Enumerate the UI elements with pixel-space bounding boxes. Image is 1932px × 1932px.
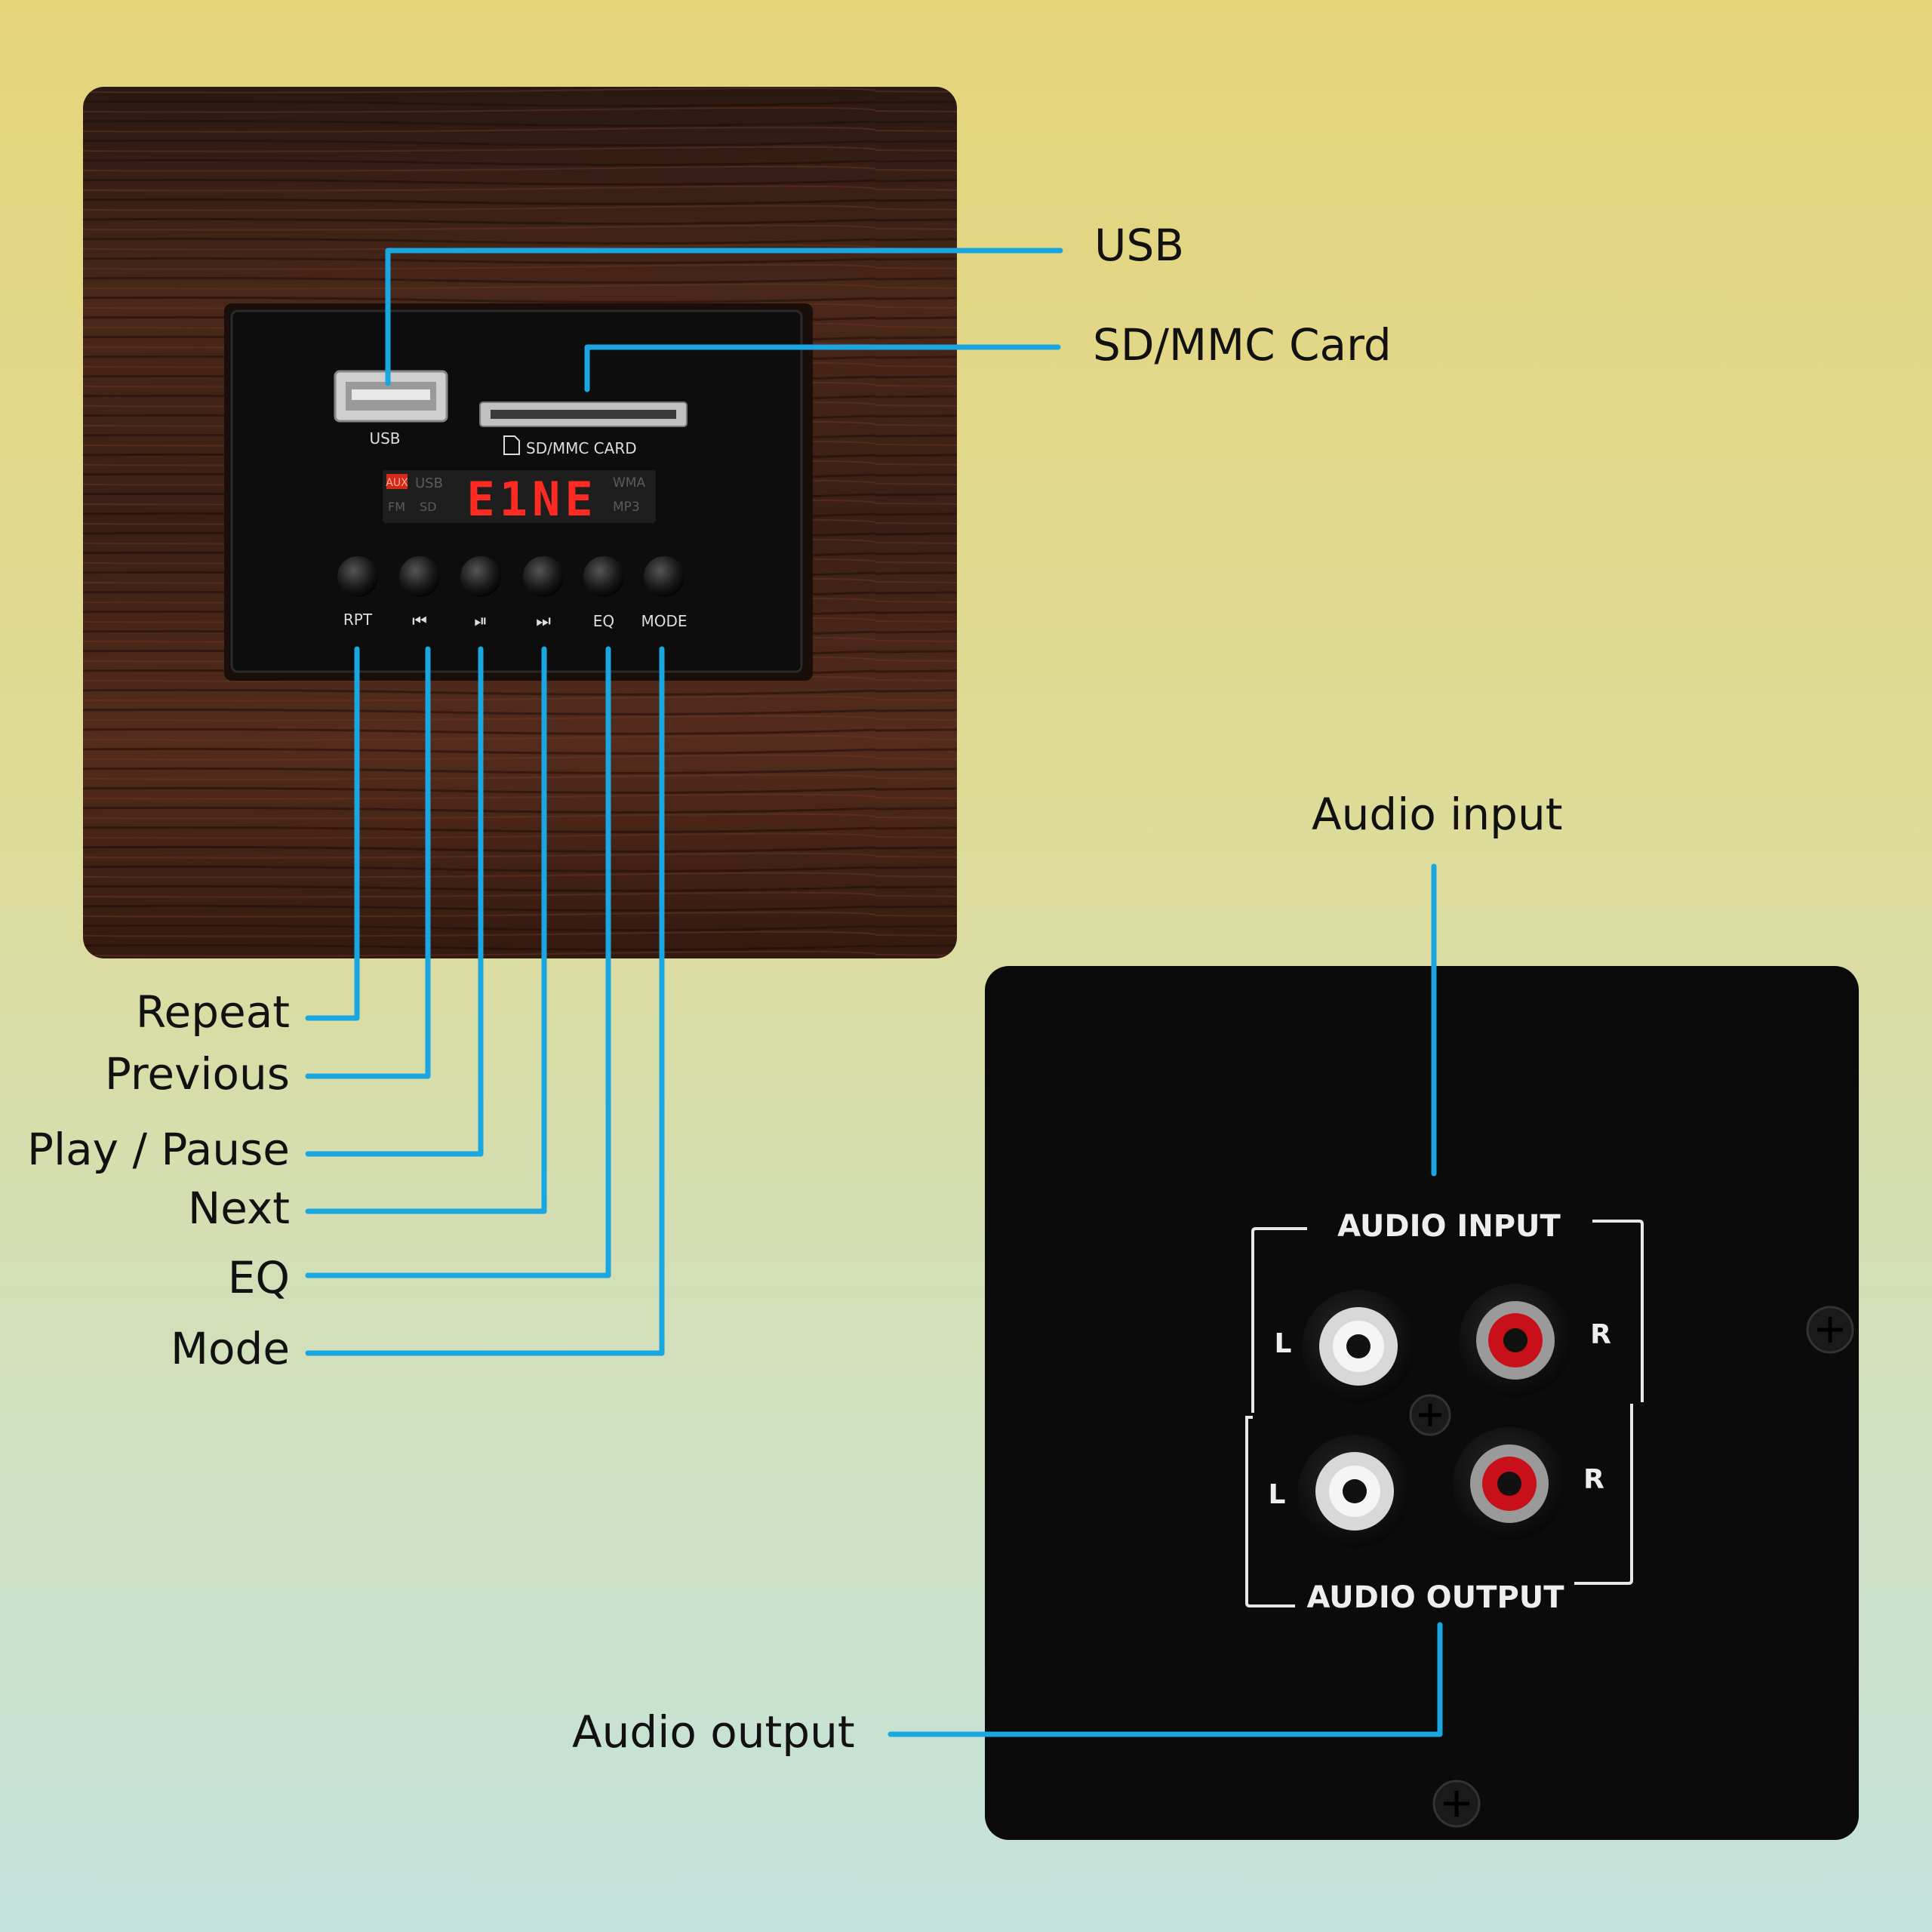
next-leader [305, 646, 547, 1214]
mode-button[interactable] [644, 556, 685, 597]
repeat-button-label: RPT [343, 611, 373, 629]
input-left-jack[interactable] [1302, 1290, 1415, 1403]
eq-button-label: EQ [593, 612, 614, 630]
display-fm: FM [388, 500, 405, 514]
media-player-panel: USB SD/MMC CARD AUX USB FM SD E1NE WMA M… [83, 87, 957, 958]
next-callout: Next [187, 1183, 290, 1234]
previous-icon: ⏮ [412, 612, 427, 631]
mode-button-label: MODE [641, 612, 687, 630]
previous-callout: Previous [104, 1048, 290, 1100]
output-left-jack[interactable] [1298, 1435, 1411, 1548]
repeat-leader [305, 646, 360, 1021]
usb-port[interactable] [334, 370, 448, 423]
audio-output-leader [888, 1622, 1443, 1737]
usb-port-label: USB [369, 429, 400, 448]
audio-input-title: AUDIO INPUT [1337, 1209, 1561, 1244]
display-wma: WMA [613, 475, 645, 491]
output-frame [1245, 1404, 1633, 1607]
previous-leader [305, 646, 431, 1079]
audio-jack-panel: AUDIO INPUT AUDIO OUTPUT [985, 966, 1859, 1840]
usb-leader [385, 248, 1063, 386]
center-screw [1409, 1394, 1451, 1436]
display-aux: AUX [386, 477, 408, 489]
previous-button[interactable] [399, 556, 440, 597]
sd-card-label: SD/MMC CARD [526, 439, 637, 457]
sd-card-icon [503, 435, 520, 455]
eq-leader [305, 646, 611, 1278]
input-right-jack[interactable] [1459, 1284, 1572, 1397]
output-left-label: L [1269, 1479, 1286, 1510]
repeat-button[interactable] [337, 556, 378, 597]
audio-output-callout: Audio output [572, 1706, 855, 1758]
sd-card-slot[interactable] [479, 401, 688, 427]
input-frame [1251, 1220, 1644, 1413]
output-right-label: R [1583, 1464, 1604, 1495]
bottom-screw [1432, 1780, 1481, 1828]
eq-button[interactable] [583, 556, 624, 597]
input-right-label: R [1590, 1319, 1611, 1350]
mode-callout: Mode [170, 1323, 290, 1374]
display-sd: SD [420, 500, 436, 514]
led-display: AUX USB FM SD E1NE WMA MP3 [383, 470, 656, 527]
play-pause-leader [305, 646, 484, 1157]
sd-card-callout: SD/MMC Card [1093, 319, 1392, 371]
display-digits: E1NE [466, 472, 597, 527]
next-button[interactable] [523, 556, 564, 597]
repeat-callout: Repeat [135, 986, 290, 1038]
next-icon: ⏭ [536, 612, 551, 631]
usb-callout: USB [1094, 220, 1185, 271]
eq-callout: EQ [227, 1252, 290, 1303]
display-usb: USB [415, 475, 443, 491]
sd-card-leader [584, 344, 1061, 392]
button-row: RPT ⏮ ⏯ ⏭ EQ MODE [337, 556, 688, 631]
mode-leader [305, 646, 665, 1356]
display-mp3: MP3 [613, 500, 640, 515]
leader-lines [305, 248, 1443, 1737]
output-right-jack[interactable] [1453, 1427, 1566, 1540]
side-screw [1806, 1306, 1854, 1354]
audio-output-title: AUDIO OUTPUT [1306, 1580, 1564, 1615]
play-pause-callout: Play / Pause [27, 1124, 290, 1175]
aux-indicator [386, 474, 408, 489]
input-left-label: L [1275, 1328, 1292, 1359]
audio-input-callout: Audio input [1312, 789, 1563, 840]
play-pause-icon: ⏯ [474, 612, 488, 631]
play-pause-button[interactable] [460, 556, 501, 597]
